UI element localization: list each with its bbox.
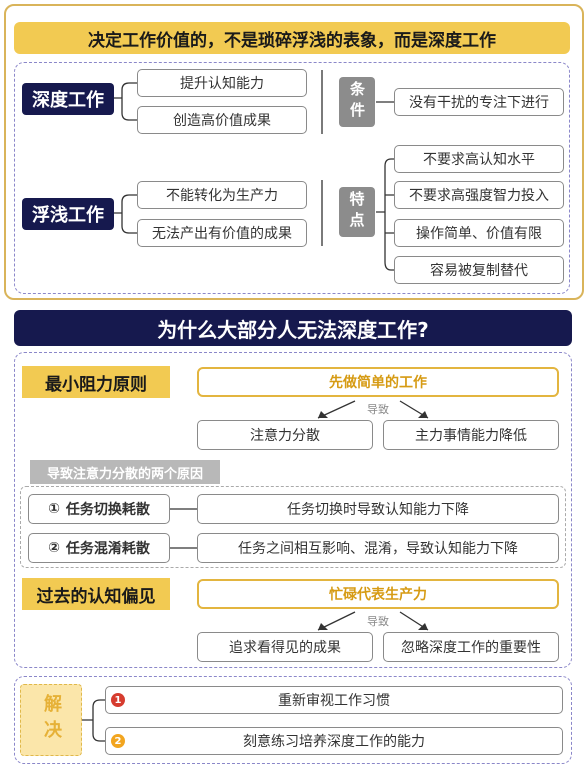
solve-item: 重新审视工作习惯: [105, 686, 563, 714]
reason-name-text: 任务切换耗散: [65, 502, 150, 518]
solve-number-badge: 2: [111, 734, 125, 748]
solve-label-box: 解决: [20, 684, 82, 756]
condition-label: 条件: [339, 77, 375, 127]
reasons-header: 导致注意力分散的两个原因: [30, 460, 220, 484]
feature-item: 容易被复制替代: [394, 256, 564, 284]
least-result: 主力事情能力降低: [383, 420, 559, 450]
why-dashed-frame: [14, 352, 572, 668]
top-dashed-frame: [14, 62, 570, 294]
solve-item: 刻意练习培养深度工作的能力: [105, 727, 563, 755]
solve-number-badge: 1: [111, 693, 125, 707]
feature-item: 不要求高认知水平: [394, 145, 564, 173]
least-arrow-label: 导致: [367, 403, 389, 416]
bias-label: 过去的认知偏见: [22, 578, 170, 610]
deep-item: 提升认知能力: [137, 69, 307, 97]
shallow-item: 不能转化为生产力: [137, 181, 307, 209]
least-cause: 先做简单的工作: [197, 367, 559, 397]
reason-number: ①: [48, 501, 60, 517]
bias-cause: 忙碌代表生产力: [197, 579, 559, 609]
reason-name: ② 任务混淆耗散: [28, 533, 170, 563]
shallow-work-label: 浮浅工作: [22, 198, 114, 230]
top-section-frame: [4, 4, 584, 300]
solve-dashed-frame: [14, 676, 572, 764]
reason-desc: 任务切换时导致认知能力下降: [197, 494, 559, 524]
deep-item: 创造高价值成果: [137, 106, 307, 134]
feature-item: 不要求高强度智力投入: [394, 181, 564, 209]
condition-text: 没有干扰的专注下进行: [394, 88, 564, 116]
deep-work-label: 深度工作: [22, 83, 114, 115]
reason-name: ① 任务切换耗散: [28, 494, 170, 524]
feature-label: 特点: [339, 187, 375, 237]
solve-item-text: 刻意练习培养深度工作的能力: [243, 734, 425, 750]
feature-item: 操作简单、价值有限: [394, 219, 564, 247]
reason-number: ②: [48, 540, 60, 556]
reasons-frame: [20, 486, 566, 568]
bias-result: 追求看得见的成果: [197, 632, 373, 662]
bias-arrow-label: 导致: [367, 615, 389, 628]
least-result: 注意力分散: [197, 420, 373, 450]
reason-desc: 任务之间相互影响、混淆，导致认知能力下降: [197, 533, 559, 563]
bias-result: 忽略深度工作的重要性: [383, 632, 559, 662]
reason-name-text: 任务混淆耗散: [65, 541, 150, 557]
solve-label: 解决: [41, 694, 62, 746]
least-resistance-label: 最小阻力原则: [22, 366, 170, 398]
solve-item-text: 重新审视工作习惯: [278, 693, 390, 709]
why-title: 为什么大部分人无法深度工作?: [14, 310, 572, 346]
top-banner: 决定工作价值的，不是琐碎浮浅的表象，而是深度工作: [14, 22, 570, 54]
shallow-item: 无法产出有价值的成果: [137, 219, 307, 247]
